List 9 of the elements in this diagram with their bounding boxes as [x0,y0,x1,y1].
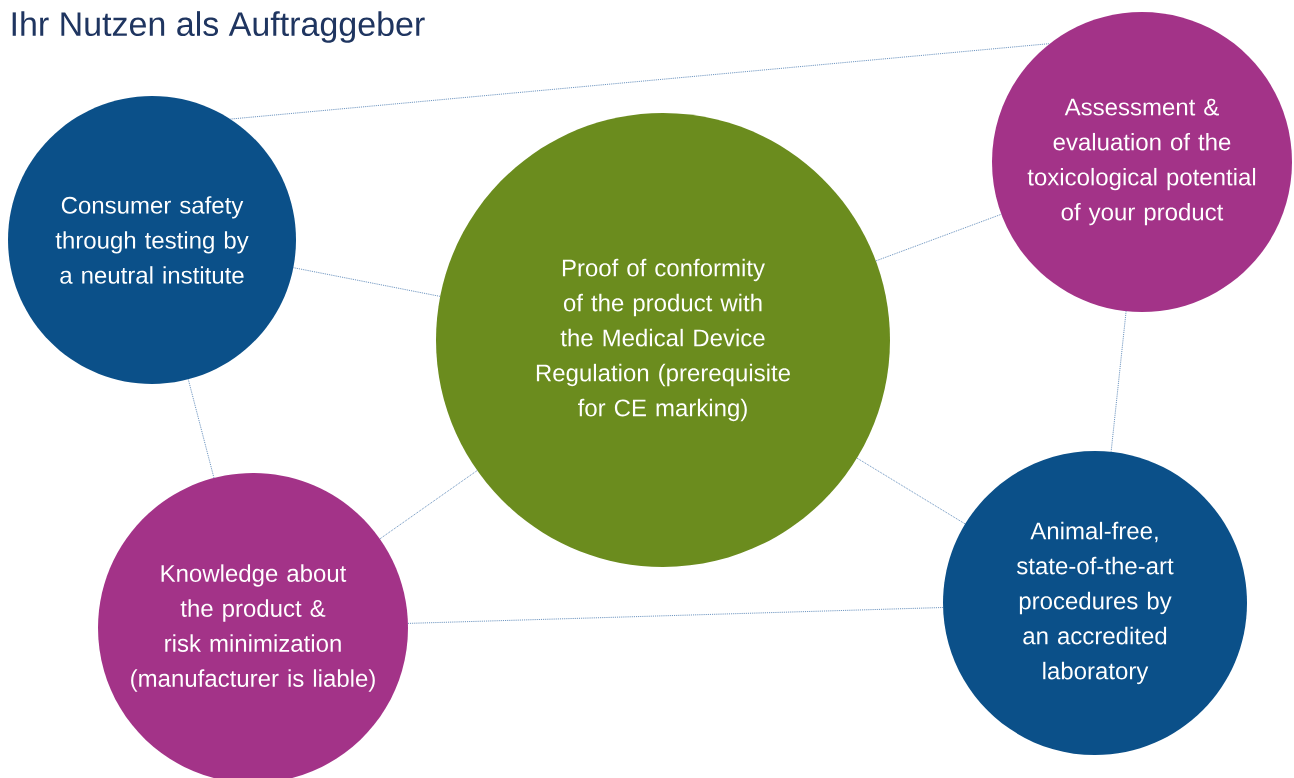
connector-line [230,43,1050,120]
connector-line [379,470,478,540]
connector-line [875,213,1002,262]
connector-line [187,379,215,479]
title: Ihr Nutzen als Auftraggeber [12,11,425,43]
connector-line [407,607,944,624]
connector-line [293,267,441,297]
connector-line [856,457,966,525]
connector-line [1110,310,1127,453]
